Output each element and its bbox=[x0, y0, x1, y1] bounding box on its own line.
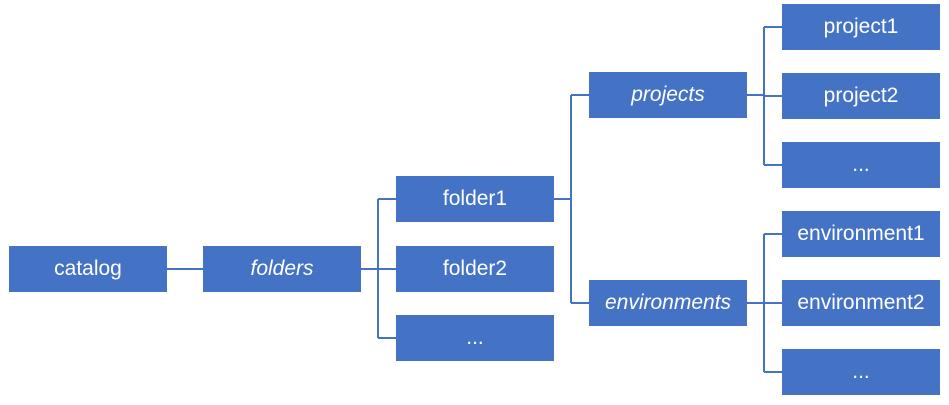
node-environments-more: ... bbox=[782, 349, 940, 395]
node-projects: projects bbox=[589, 72, 747, 118]
node-projects-more: ... bbox=[782, 142, 940, 188]
node-folders: folders bbox=[203, 246, 361, 292]
node-project1: project1 bbox=[782, 4, 940, 50]
node-environment2: environment2 bbox=[782, 280, 940, 326]
node-environments: environments bbox=[589, 280, 747, 326]
node-folder1: folder1 bbox=[396, 176, 554, 222]
node-folder2: folder2 bbox=[396, 246, 554, 292]
node-folders-more: ... bbox=[396, 315, 554, 361]
node-catalog: catalog bbox=[9, 246, 167, 292]
node-project2: project2 bbox=[782, 73, 940, 119]
node-environment1: environment1 bbox=[782, 211, 940, 257]
